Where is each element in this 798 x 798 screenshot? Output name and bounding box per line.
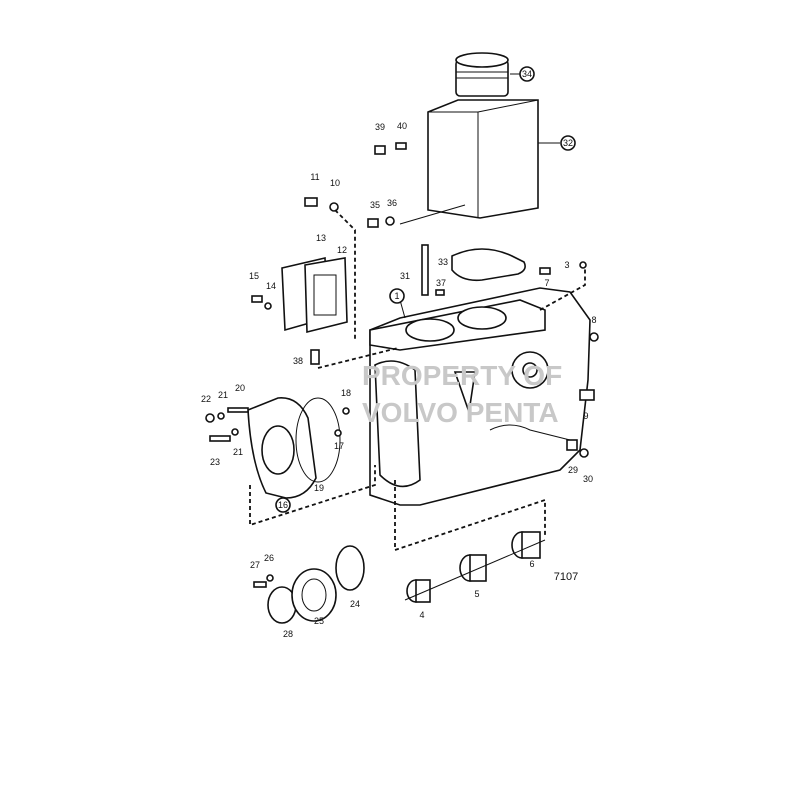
circled-callouts xyxy=(275,66,576,513)
callout-30: 30 xyxy=(583,474,593,484)
callout-9: 9 xyxy=(583,411,588,421)
callout-27: 27 xyxy=(250,560,260,570)
callout-17: 17 xyxy=(334,441,344,451)
callout-7: 7 xyxy=(544,278,549,288)
callout-29: 29 xyxy=(568,465,578,475)
callout-20: 20 xyxy=(235,383,245,393)
callout-16: 16 xyxy=(278,500,288,510)
watermark-line-1: PROPERTY OF xyxy=(362,360,562,391)
drawing-reference-number: 7107 xyxy=(554,571,578,583)
callout-25: 25 xyxy=(314,616,324,626)
bushings xyxy=(404,531,546,603)
head-gasket xyxy=(451,248,526,282)
callout-31: 31 xyxy=(400,271,410,281)
fasteners xyxy=(205,142,599,588)
end-cover xyxy=(247,397,341,499)
callout-32: 32 xyxy=(563,138,573,148)
callout-33: 33 xyxy=(438,257,448,267)
callout-24: 24 xyxy=(350,599,360,609)
callout-4: 4 xyxy=(419,610,424,620)
callout-5: 5 xyxy=(474,589,479,599)
callout-15: 15 xyxy=(249,271,259,281)
callout-19: 19 xyxy=(314,483,324,493)
callout-37: 37 xyxy=(436,278,446,288)
callout-35: 35 xyxy=(370,200,380,210)
callout-10: 10 xyxy=(330,178,340,188)
callout-14: 14 xyxy=(266,281,276,291)
callout-23: 23 xyxy=(210,457,220,467)
cylinder-cover xyxy=(427,99,539,219)
callout-11: 11 xyxy=(310,172,319,182)
assembly-lines xyxy=(249,209,586,552)
watermark-line-2: VOLVO PENTA xyxy=(362,397,559,428)
callout-8: 8 xyxy=(591,315,596,325)
callout-26: 26 xyxy=(264,553,274,563)
callout-21: 21 xyxy=(218,390,228,400)
callout-12: 12 xyxy=(337,245,347,255)
bearing-housing xyxy=(291,568,337,622)
piston xyxy=(455,52,509,97)
callout-38: 38 xyxy=(293,356,303,366)
callout-21-lower: 21 xyxy=(233,447,243,457)
callout-28: 28 xyxy=(283,629,293,639)
callout-1: 1 xyxy=(394,291,399,301)
callout-39: 39 xyxy=(375,122,385,132)
callout-22: 22 xyxy=(201,394,211,404)
callout-40: 40 xyxy=(397,121,407,131)
inspection-cover-plates xyxy=(281,257,348,334)
callout-3: 3 xyxy=(564,260,569,270)
gasket-ring xyxy=(335,545,365,591)
stud xyxy=(421,244,429,296)
callout-13: 13 xyxy=(316,233,326,243)
callout-18: 18 xyxy=(341,388,351,398)
leader-lines xyxy=(399,73,560,319)
engine-block xyxy=(369,287,591,506)
callout-6: 6 xyxy=(529,559,534,569)
callout-34: 34 xyxy=(522,69,532,79)
callout-36: 36 xyxy=(387,198,397,208)
